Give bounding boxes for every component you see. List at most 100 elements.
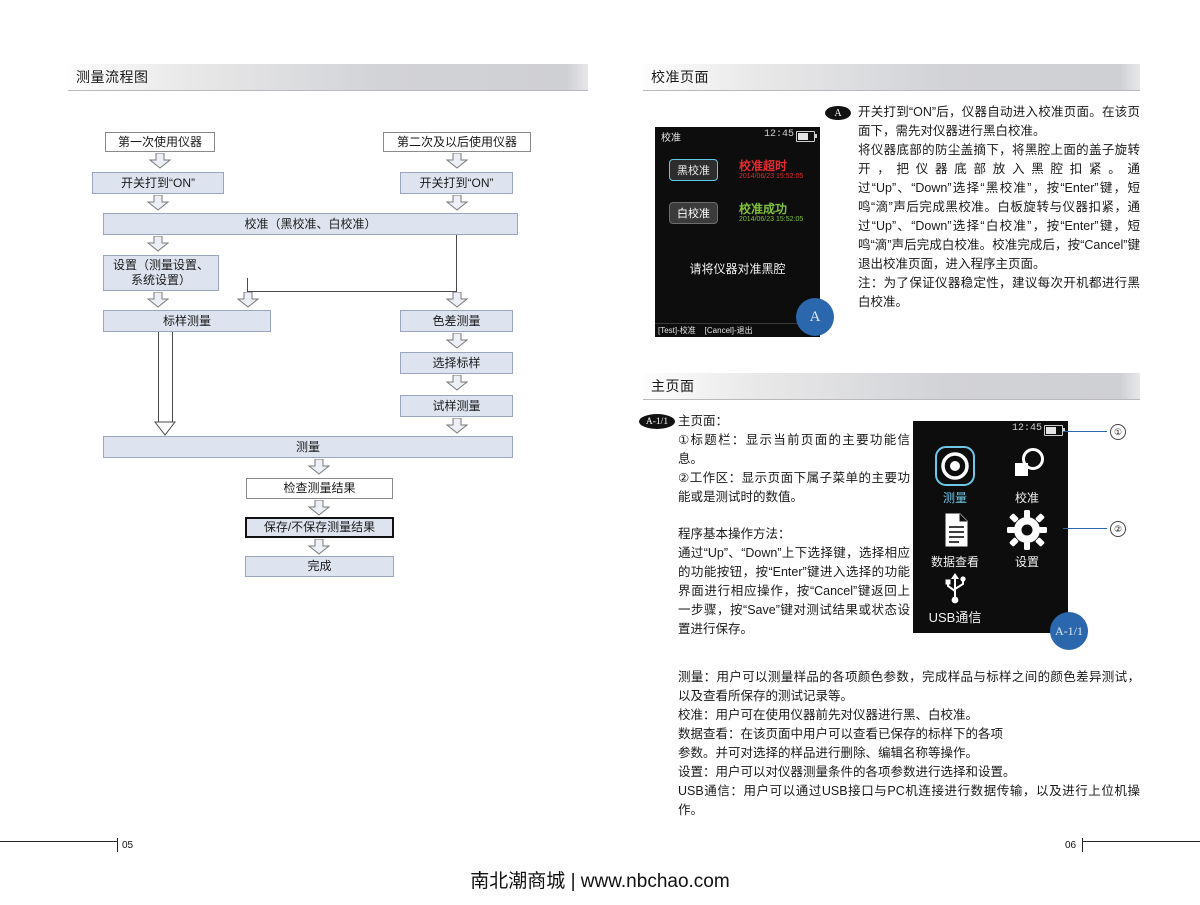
flow-node-label: 开关打到“ON” [419,175,494,190]
flow-node-check-result: 检查测量结果 [246,478,393,499]
menu-item-measure[interactable]: 测量 [915,445,995,506]
menu-item-settings[interactable]: 设置 [987,509,1067,570]
arrow-down-icon [446,418,468,434]
arrow-down-icon [446,195,468,211]
target-icon [915,445,995,487]
main-menu-circle-badge: A-1/1 [1050,612,1088,650]
flow-node-calibration: 校准（黑校准、白校准） [103,213,518,235]
page-number-right: 06 [1065,840,1077,851]
flow-node-label: 第一次使用仪器 [117,134,202,149]
arrow-down-icon [149,153,171,169]
flow-node-label: 选择标样 [432,355,481,370]
main-menu-statusbar: 12:45 [913,421,1068,437]
arrow-down-icon [446,292,468,308]
document-icon [915,509,995,551]
arrow-down-icon [147,195,169,211]
mainpage-desc-measure: 测量：用户可以测量样品的各项颜色参数，完成样品与标样之间的颜色差异测试，以及查看… [678,670,1140,703]
mainpage-desc-calibrate: 校准：用户可在使用仪器前先对仪器进行黑、白校准。 [678,708,979,722]
mainpage-ops-paragraph: 通过“Up”、“Down”上下选择键，选择相应的功能按钮，按“Enter”键进入… [678,546,910,636]
calibration-screen-footer: [Test]-校准 [Cancel]-退出 [655,323,820,337]
menu-item-calibrate[interactable]: 校准 [987,445,1067,506]
battery-icon [1044,425,1065,436]
arrow-down-icon [446,153,468,169]
flow-connector-vertical [172,332,173,426]
calibration-circle-badge: A [796,298,834,336]
flow-node-label: 校准（黑校准、白校准） [244,216,377,231]
menu-label-measure: 测量 [942,491,967,505]
white-calibration-timestamp: 2014/06/23 15:52:05 [739,216,804,223]
flow-node-label: 第二次及以后使用仪器 [396,134,517,149]
flow-node-label: 检查测量结果 [283,481,356,495]
flow-node-standard-measure: 标样测量 [103,310,271,332]
callout-number-1: ① [1110,424,1126,440]
arrow-down-icon [237,292,259,308]
black-calibration-button[interactable]: 黑校准 [669,159,718,181]
arrow-down-icon [446,333,468,349]
section-header-calibration: 校准页面 [643,64,1140,91]
calibration-paragraph-1: 开关打到“ON”后，仪器自动进入校准页面。在该页面下，需先对仪器进行黑白校准。 [858,105,1140,138]
flow-connector-vertical [456,235,457,292]
main-menu-device-screen: 12:45 测量 校准 [913,421,1068,633]
flow-node-select-standard: 选择标样 [400,352,513,374]
flow-node-label: 保存/不保存测量结果 [263,520,376,534]
measurement-flowchart: 第一次使用仪器 第二次及以后使用仪器 开关打到“ON” 开关打到“ON” 校准（… [0,0,600,620]
mainpage-desc-settings: 设置：用户可以对仪器测量条件的各项参数进行选择和设置。 [678,765,1016,779]
mainpage-heading: 主页面： [678,414,729,428]
menu-label-data-view: 数据查看 [930,555,979,569]
calibration-footer-test: [Test]-校准 [658,326,696,335]
flow-connector-vertical [158,332,159,426]
gear-icon [987,509,1067,551]
flow-node-label: 试样测量 [432,398,481,413]
footer-tick-right [1082,838,1083,852]
flow-connector-vertical [247,278,248,292]
calibration-screen-statusbar: 校准 12:45 [655,127,820,144]
flow-node-label-line1: 设置（测量设置、 [112,258,209,272]
brand-footer: 南北潮商城 | www.nbchao.com [470,871,730,892]
section-title-calibration: 校准页面 [651,69,709,85]
arrow-down-icon [446,375,468,391]
flow-node-color-difference-measure: 色差测量 [400,310,513,332]
flow-node-label: 开关打到“ON” [121,175,195,190]
flow-node-first-use: 第一次使用仪器 [105,132,215,152]
calibration-screen-clock: 12:45 [763,129,794,140]
calibration-device-screen: 校准 12:45 黑校准 校准超时 2014/06/23 15:52:05 白校… [655,127,820,337]
menu-label-calibrate: 校准 [1014,491,1039,505]
flow-node-save-result: 保存/不保存测量结果 [245,517,394,538]
calibration-badge-a: A [825,106,851,120]
mainpage-item-2: ②工作区：显示页面下属子菜单的主要功能或是测试时的数值。 [678,471,910,504]
section-title-mainpage: 主页面 [651,378,695,394]
flow-node-label: 色差测量 [432,313,481,328]
calibration-description: 开关打到“ON”后，仪器自动进入校准页面。在该页面下，需先对仪器进行黑白校准。 … [858,103,1140,312]
flow-node-settings: 设置（测量设置、 系统设置） [103,255,219,291]
mainpage-item-1: ①标题栏：显示当前页面的主要功能信息。 [678,433,910,466]
arrow-down-icon [308,539,330,555]
battery-icon [796,131,817,142]
flow-node-switch-on-right: 开关打到“ON” [400,172,513,194]
section-title-flowchart: 测量流程图 [76,69,149,85]
white-calibration-button[interactable]: 白校准 [669,202,718,224]
mainpage-badge: A-1/1 [639,414,675,429]
callout-number-2: ② [1110,521,1126,537]
arrow-down-icon [308,500,330,516]
arrow-down-icon [147,236,169,252]
section-header-flowchart: 测量流程图 [68,64,588,91]
black-calibration-status-text: 校准超时 [739,159,788,173]
black-calibration-status: 校准超时 2014/06/23 15:52:05 [739,157,803,180]
flow-node-label: 测量 [295,439,320,454]
menu-item-usb[interactable]: USB通信 [915,571,995,626]
footer-rule-left [0,841,117,842]
flow-node-label-line2: 系统设置） [130,273,191,287]
flow-node-switch-on-left: 开关打到“ON” [92,172,224,194]
flow-node-second-use: 第二次及以后使用仪器 [383,132,531,152]
flow-node-label: 标样测量 [162,313,211,328]
footer-rule-right [1083,841,1200,842]
mainpage-desc-usb: USB通信：用户可以通过USB接口与PC机连接进行数据传输，以及进行上位机操作。 [678,784,1140,817]
menu-label-usb: USB通信 [928,610,982,625]
arrow-down-icon [308,459,330,475]
menu-label-settings: 设置 [1014,555,1039,569]
calibration-screen-title: 校准 [661,133,681,144]
mainpage-intro: 主页面： ①标题栏：显示当前页面的主要功能信息。 ②工作区：显示页面下属子菜单的… [678,412,910,507]
menu-item-data-view[interactable]: 数据查看 [915,509,995,570]
flow-node-finish: 完成 [245,556,394,577]
